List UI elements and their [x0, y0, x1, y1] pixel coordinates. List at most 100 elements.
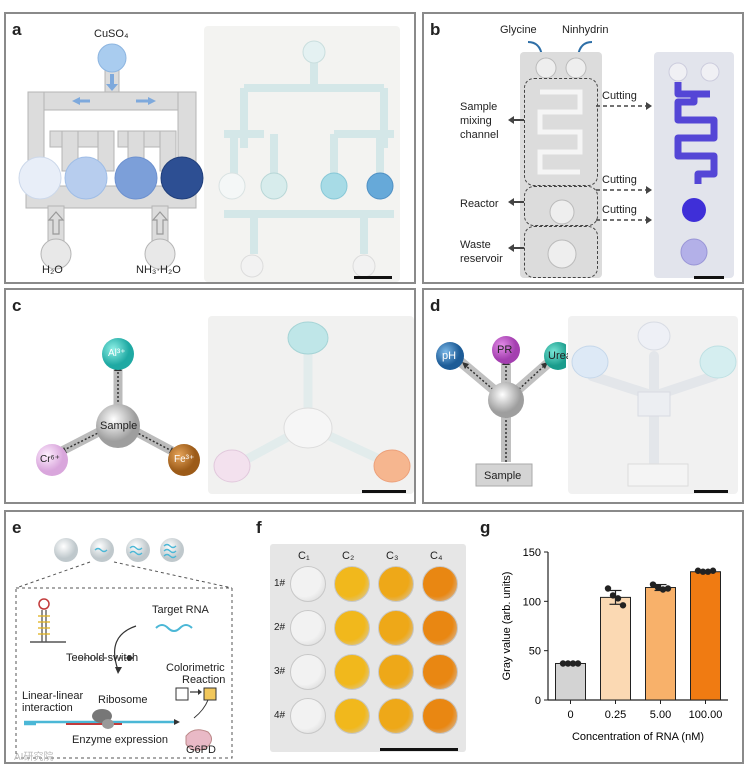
plate-well [334, 654, 370, 690]
panel-e-schematic [15, 538, 233, 759]
cutting-label-3: Cutting [602, 204, 637, 216]
panel-c: c Al³⁺ Sample Cr⁶⁺ Fe³⁺ [4, 288, 416, 504]
e-expression: Enzyme expression [72, 734, 168, 746]
glycine-label: Glycine [500, 24, 537, 36]
data-point [699, 568, 707, 575]
plate-well [378, 610, 414, 646]
data-point [614, 595, 622, 602]
panel-d-photo [568, 316, 738, 494]
y-tick-label: 150 [523, 547, 541, 559]
x-tick-label: 5.00 [650, 709, 671, 721]
part-pointer-arrows [508, 102, 652, 252]
panel-b-chip-photo [520, 52, 602, 278]
data-point [609, 592, 617, 599]
panel-a-schematic [18, 43, 204, 270]
panel-b-label: b [430, 20, 441, 39]
bar [645, 587, 676, 701]
d-ph-label: pH [442, 350, 457, 362]
e-interaction-1: Linear-linear [22, 690, 84, 702]
panel-a-photo [204, 26, 400, 282]
plate-well [334, 566, 370, 602]
d-urea-label: Urea [548, 350, 572, 362]
y-tick-label: 50 [529, 646, 541, 658]
plate-well [290, 698, 326, 734]
waste-box [524, 226, 598, 278]
e-switch: Teohold switch [66, 652, 139, 664]
plate-col-label: C₂ [342, 550, 355, 562]
cutting-label-1: Cutting [602, 90, 637, 102]
plate-well [334, 698, 370, 734]
x-tick-label: 0 [567, 709, 573, 721]
panel-g-label: g [480, 518, 491, 537]
panel-c-scalebar [362, 490, 406, 493]
e-target-rna: Target RNA [152, 604, 209, 616]
c-sample-label: Sample [100, 420, 138, 432]
plate-well [422, 654, 458, 690]
panel-a-chip-image [218, 40, 394, 278]
panel-e-label: e [12, 518, 22, 537]
plate-well [422, 610, 458, 646]
mixing-channel-box [524, 78, 598, 186]
panel-b-cut-photo [654, 52, 734, 278]
plate-row-label: 4# [274, 710, 286, 721]
panel-d-scalebar [694, 490, 728, 493]
panel-d: d pH PR Urea Sample [422, 288, 744, 504]
plate-well [378, 654, 414, 690]
y-axis-label: Gray value (arb. units) [501, 572, 513, 681]
x-axis-label: Concentration of RNA (nM) [572, 731, 704, 743]
bar [555, 662, 586, 701]
plate-well [378, 698, 414, 734]
data-point [664, 585, 672, 592]
plate-well [334, 610, 370, 646]
plate-row-label: 1# [274, 578, 286, 589]
plate-well [422, 698, 458, 734]
ninhydrin-label: Ninhydrin [562, 24, 609, 36]
cuso4-label: CuSO₄ [94, 28, 129, 40]
data-point [559, 660, 567, 667]
data-point [564, 660, 572, 667]
plate-well [422, 566, 458, 602]
plate-col-label: C₁ [298, 550, 310, 562]
data-point [649, 581, 657, 588]
nh3-label: NH₃·H₂O [136, 264, 181, 276]
cutting-label-2: Cutting [602, 174, 637, 186]
watermark: AI研究院 [14, 752, 54, 763]
panel-d-schematic [436, 336, 566, 487]
panel-b-scalebar [694, 276, 724, 279]
panel-f-label: f [256, 518, 262, 537]
plate-well [290, 654, 326, 690]
e-interaction-2: interaction [22, 702, 73, 714]
bar [600, 596, 631, 701]
panel-d-label: d [430, 296, 441, 315]
plate-col-label: C₄ [430, 550, 443, 562]
c-al-label: Al³⁺ [108, 348, 126, 359]
d-pr-label: PR [497, 344, 513, 356]
data-point [659, 586, 667, 593]
plate-well [290, 610, 326, 646]
e-g6pd: G6PD [186, 744, 216, 756]
data-point [574, 660, 582, 667]
e-colorimetric-2: Reaction [182, 674, 226, 686]
part-label-reactor: Reactor [460, 198, 499, 210]
e-colorimetric-1: Colorimetric [166, 662, 225, 674]
y-tick-label: 0 [535, 695, 541, 707]
data-point [619, 602, 627, 609]
x-tick-label: 100.00 [689, 709, 723, 721]
c-fe-label: Fe³⁺ [174, 454, 195, 465]
plate-well [378, 566, 414, 602]
panel-a: a [4, 12, 416, 284]
panel-a-label: a [12, 20, 22, 39]
panel-c-label: c [12, 296, 22, 315]
x-tick-label: 0.25 [605, 709, 626, 721]
panel-c-photo [208, 316, 414, 494]
plate-row-label: 3# [274, 666, 286, 677]
panel-f-scalebar [380, 748, 458, 751]
plate-row-label: 2# [274, 622, 286, 633]
data-point [694, 567, 702, 574]
data-point [709, 567, 717, 574]
h2o-label: H₂O [42, 264, 63, 276]
data-point [704, 568, 712, 575]
e-ribosome: Ribosome [98, 694, 148, 706]
